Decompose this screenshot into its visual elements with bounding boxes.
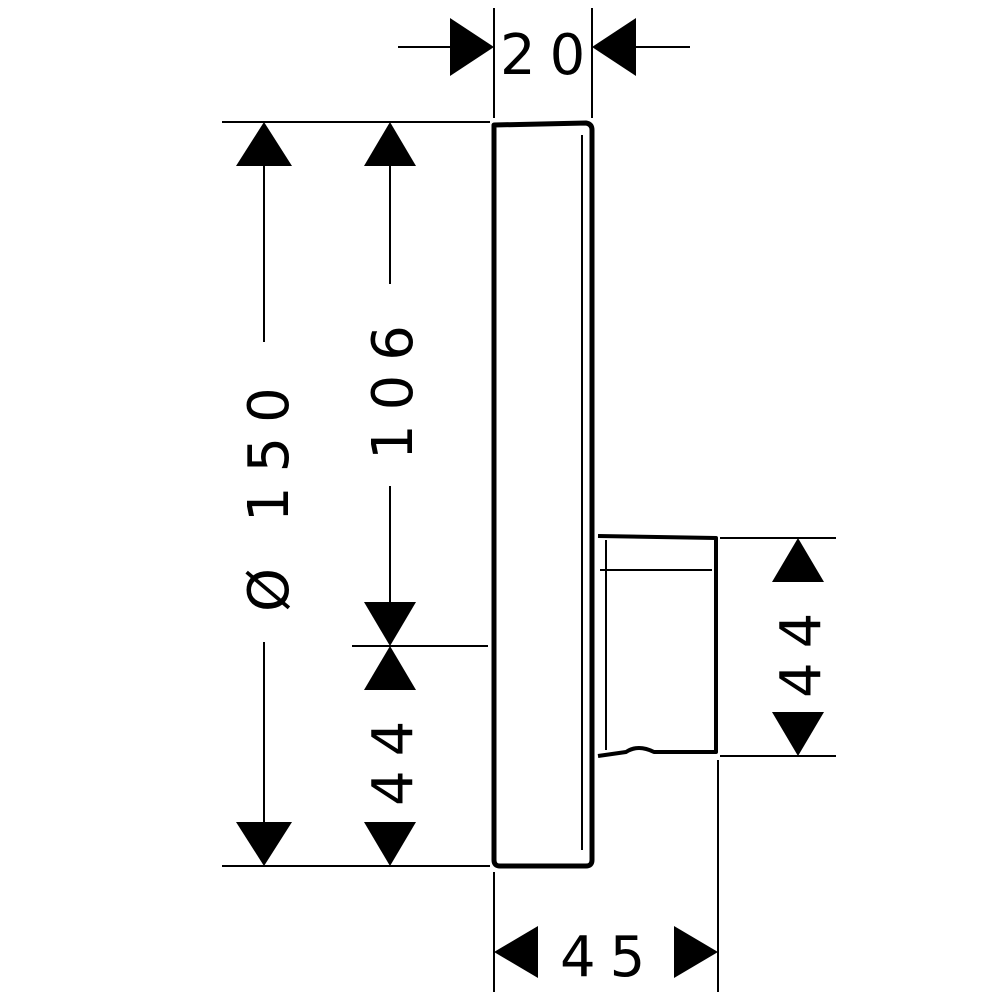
dim-top-width: 20 (398, 18, 690, 88)
dim-right-height: 44 (769, 538, 834, 756)
arrow-up (236, 122, 292, 166)
arrow-right (674, 926, 718, 978)
arrow-left (592, 18, 636, 76)
arrow-down (236, 822, 292, 866)
dim-label-bottom-depth: 45 (560, 925, 659, 990)
extension-lines (222, 8, 836, 992)
dim-label-lower-left: 44 (361, 707, 426, 806)
dim-label-diameter: Ø 150 (237, 373, 302, 612)
arrow-down (772, 712, 824, 756)
dim-label-top-width: 20 (500, 23, 599, 88)
arrow-left (494, 926, 538, 978)
product-outline (491, 120, 718, 869)
arrow-right (450, 18, 494, 76)
dim-label-right-height: 44 (769, 599, 834, 698)
dim-bottom-depth: 45 (494, 925, 718, 990)
arrow-down (364, 822, 416, 866)
arrow-up (364, 646, 416, 690)
dim-diameter: Ø 150 (236, 122, 302, 866)
arrow-down (364, 602, 416, 646)
dim-label-inner-height: 106 (361, 311, 426, 460)
arrow-up (772, 538, 824, 582)
cover-plate (491, 120, 595, 869)
dim-inner-height: 106 (361, 122, 426, 646)
dim-lower-left: 44 (361, 646, 426, 866)
valve-body (597, 534, 718, 758)
arrow-up (364, 122, 416, 166)
